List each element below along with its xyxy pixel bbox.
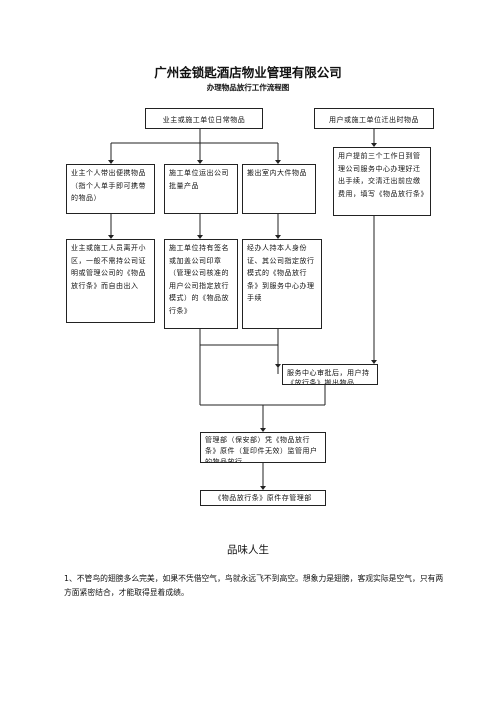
box-free-exit: 业主或施工人员离开小区，一般不需持公司证明或管理公司的《物品放行条》而自由出入 <box>66 239 155 323</box>
box-moveout-items: 用户或施工单位迁出时物品 <box>314 108 434 129</box>
article-heading: 品味人生 <box>227 544 269 556</box>
box-security-check: 管理部（保安部）凭《物品放行条》原件（复印件无效）监管用户的物品放行 <box>200 432 326 463</box>
article-paragraph: 1、不管鸟的翅膀多么完美，如果不凭借空气，鸟就永远飞不到高空。想象力是翅膀，客观… <box>64 574 444 597</box>
box-archive-pass: 《物品放行条》原件存管理部 <box>200 490 326 506</box>
box-batch-products: 施工单位运出公司批量产品 <box>164 164 238 214</box>
box-agent-procedure: 经办人持本人身份证、其公司指定放行模式的《物品放行条》到服务中心办理手续 <box>242 239 322 329</box>
box-service-approval: 服务中心审批后，用户持《放行条》搬出物品 <box>282 364 378 385</box>
flowchart-title: 办理物品放行工作流程图 <box>206 83 290 92</box>
company-title: 广州金锁匙酒店物业管理有限公司 <box>154 65 342 80</box>
box-daily-items: 业主或施工单位日常物品 <box>145 108 263 129</box>
box-large-items: 搬出室内大件物品 <box>242 164 316 214</box>
box-portable-items: 业主个人带出便携物品（指个人单手即可携带的物品） <box>66 164 155 214</box>
box-moveout-procedure: 用户提前三个工作日到管理公司服务中心办理好迁出手续，交清迁出前应缴费用，填写《物… <box>333 147 431 216</box>
box-signed-pass: 施工单位持有签名或加盖公司印章（管理公司核准的用户公司指定放行模式）的《物品放行… <box>164 239 238 329</box>
